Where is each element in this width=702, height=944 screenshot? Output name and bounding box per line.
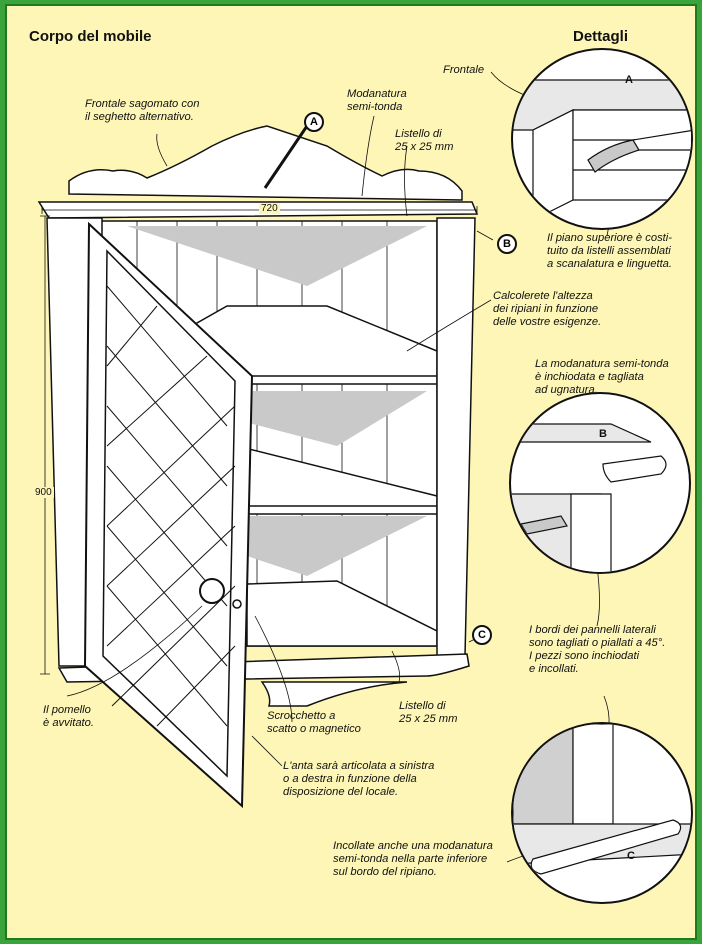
title-corpo-del-mobile: Corpo del mobile	[29, 28, 152, 45]
note-modanatura-detail: La modanatura semi-tonda è inchiodata e …	[535, 358, 669, 396]
detail-circle-b: B	[509, 392, 691, 574]
dimension-height-label: 900	[33, 487, 54, 498]
note-listello-top: Listello di 25 x 25 mm	[395, 128, 454, 153]
cabinet-body	[37, 125, 479, 809]
right-side-panel	[436, 217, 476, 657]
note-anta: L'anta sarà articolata a sinistra o a de…	[283, 760, 435, 798]
note-piano-superiore: Il piano superiore è costi- tuito da lis…	[547, 232, 673, 270]
note-modanatura: Modanatura semi-tonda	[347, 88, 407, 113]
note-frontale-sagomato: Frontale sagomato con il seghetto altern…	[85, 98, 200, 123]
dimension-lines	[40, 206, 478, 675]
detail-c-drawing	[513, 724, 691, 875]
detail-a-drawing	[513, 79, 691, 221]
note-listello-bottom: Listello di 25 x 25 mm	[399, 700, 458, 725]
detail-circle-c: C	[511, 722, 693, 904]
door-knob	[199, 578, 225, 604]
note-incollate: Incollate anche una modanatura semi-tond…	[333, 840, 493, 878]
detail-a-letter: A	[625, 74, 633, 86]
cabinet-illustration	[37, 71, 633, 863]
note-bordi-pannelli: I bordi dei pannelli laterali sono tagli…	[529, 624, 666, 675]
bottom-apron	[260, 681, 408, 707]
note-frontale-detail: Frontale	[443, 64, 485, 76]
detail-b-letter: B	[599, 428, 607, 440]
marker-c: C	[472, 625, 492, 645]
detail-c-letter: C	[627, 850, 635, 862]
note-scrocchetto: Scrocchetto a scatto o magnetico	[267, 710, 361, 735]
note-calcolerete: Calcolerete l'altezza dei ripiani in fun…	[493, 290, 602, 328]
note-pomello: Il pomello è avvitato.	[43, 704, 94, 729]
inner-shadow-top	[127, 226, 427, 286]
dimension-width-label: 720	[259, 203, 280, 214]
marker-b: B	[497, 234, 517, 254]
door-catch	[232, 599, 242, 609]
illustration-page: A B C Corpo del mobile Dettagli	[5, 4, 697, 940]
leader-lines	[66, 71, 633, 863]
door-glass	[102, 249, 236, 778]
marker-a: A	[304, 112, 324, 132]
title-dettagli: Dettagli	[573, 28, 629, 45]
detail-b-drawing	[511, 423, 667, 572]
detail-circle-a: A	[511, 48, 693, 230]
